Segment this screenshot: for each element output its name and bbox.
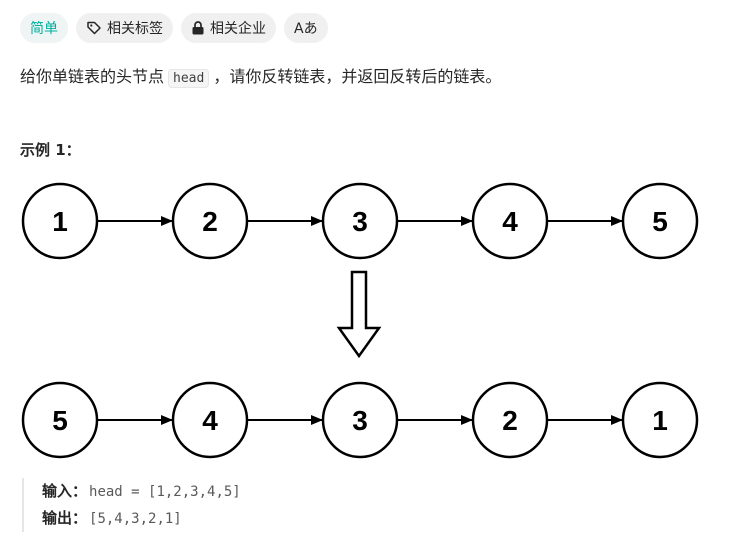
related-tags-label: 相关标签 xyxy=(107,21,163,37)
example-io: 输入：head = [1,2,3,4,5] 输出：[5,4,3,2,1] xyxy=(22,478,241,532)
list-node xyxy=(621,182,699,260)
list-node-value: 4 xyxy=(202,405,218,436)
reversed-list: 5 4 3 2 1 xyxy=(21,381,699,459)
description-code-head: head xyxy=(168,69,210,88)
difficulty-badge[interactable]: 简单 xyxy=(20,13,68,43)
list-node-value: 3 xyxy=(352,405,368,436)
translate-icon: Aあ xyxy=(294,21,318,37)
list-node-value: 2 xyxy=(502,405,518,436)
input-value: head = [1,2,3,4,5] xyxy=(89,484,241,500)
list-node xyxy=(471,182,549,260)
font-toggle-button[interactable]: Aあ xyxy=(284,13,328,43)
list-node xyxy=(171,182,249,260)
list-node-value: 5 xyxy=(52,405,68,436)
output-value: [5,4,3,2,1] xyxy=(89,511,182,527)
list-node xyxy=(621,381,699,459)
list-node xyxy=(171,381,249,459)
list-node-value: 2 xyxy=(202,206,218,237)
difficulty-label: 简单 xyxy=(30,21,58,37)
example-output-line: 输出：[5,4,3,2,1] xyxy=(42,505,241,532)
list-node-value: 4 xyxy=(502,206,518,237)
list-node xyxy=(321,182,399,260)
output-label: 输出： xyxy=(42,509,88,527)
list-node xyxy=(321,381,399,459)
list-node xyxy=(471,381,549,459)
reverse-arrow xyxy=(336,270,382,359)
related-companies-button[interactable]: 相关企业 xyxy=(181,13,276,43)
list-node-value: 1 xyxy=(52,206,68,237)
list-node xyxy=(21,182,99,260)
tag-icon xyxy=(86,20,102,36)
tag-bar: 简单 相关标签 相关企业 Aあ xyxy=(20,13,328,43)
example-title: 示例 1： xyxy=(20,141,81,159)
description-text-after: ，请你反转链表，并返回反转后的链表。 xyxy=(213,67,502,86)
related-tags-button[interactable]: 相关标签 xyxy=(76,13,173,43)
original-list: 1 2 3 4 5 xyxy=(21,182,699,260)
example-input-line: 输入：head = [1,2,3,4,5] xyxy=(42,478,241,505)
lock-icon xyxy=(191,20,205,36)
description-text-before: 给你单链表的头节点 xyxy=(20,67,165,86)
related-companies-label: 相关企业 xyxy=(210,21,266,37)
linked-list-diagram: 1 2 3 4 5 5 4 3 2 1 xyxy=(21,182,699,459)
list-node xyxy=(21,381,99,459)
list-node-value: 5 xyxy=(652,206,668,237)
input-label: 输入： xyxy=(42,482,88,500)
list-node-value: 1 xyxy=(652,405,668,436)
list-node-value: 3 xyxy=(352,206,368,237)
